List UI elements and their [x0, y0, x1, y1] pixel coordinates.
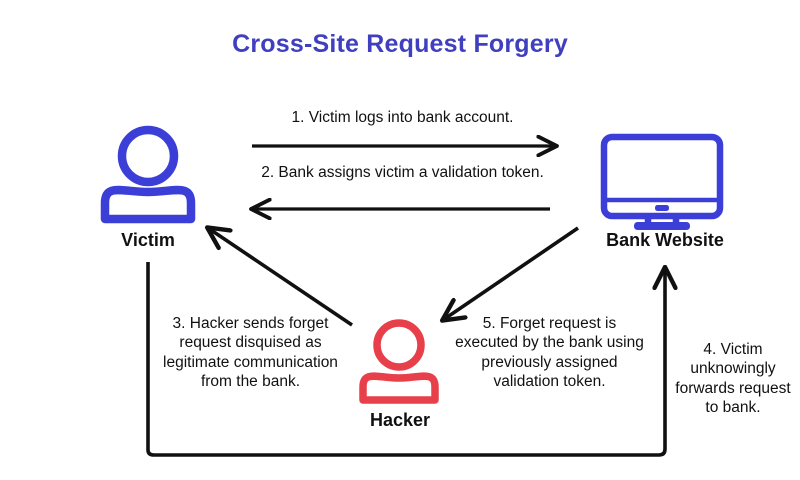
- arrow-step-4: [146, 262, 665, 457]
- page-title: Cross-Site Request Forgery: [232, 30, 568, 58]
- node-label-victim: Victim: [121, 230, 175, 250]
- person-icon-victim: [100, 125, 196, 224]
- person-icon-hacker: [359, 319, 439, 404]
- step-caption-2: 2. Bank assigns victim a validation toke…: [261, 164, 544, 181]
- arrow-step-5: [443, 226, 580, 320]
- arrow-step-3: [208, 228, 354, 327]
- monitor-icon-bank-website: [600, 133, 724, 230]
- step-caption-3: 3. Hacker sends forget request disquised…: [163, 315, 338, 391]
- step-caption-4: 4. Victim unknowingly forwards request t…: [675, 341, 791, 417]
- step-caption-1: 1. Victim logs into bank account.: [291, 109, 514, 126]
- step-caption-5: 5. Forget request is executed by the ban…: [455, 315, 644, 391]
- node-label-hacker: Hacker: [369, 410, 431, 430]
- node-label-bank-website: Bank Website: [606, 230, 724, 250]
